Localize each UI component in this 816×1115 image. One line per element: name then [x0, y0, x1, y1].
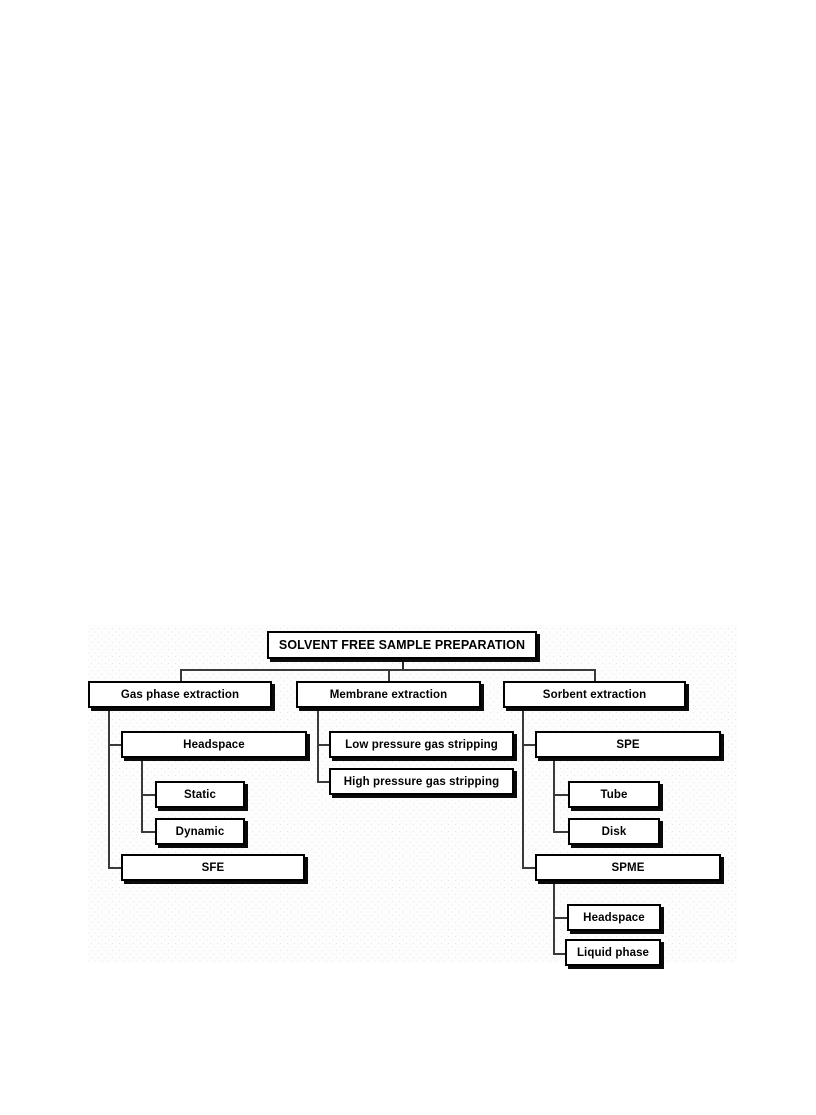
node-spme[interactable]: SPME [535, 854, 721, 881]
node-dynamic[interactable]: Dynamic [155, 818, 245, 845]
node-membrane-extraction[interactable]: Membrane extraction [296, 681, 481, 708]
node-headspace-spme[interactable]: Headspace [567, 904, 661, 931]
node-label: Static [184, 788, 216, 801]
node-label: Tube [600, 788, 628, 801]
node-label: Headspace [183, 738, 245, 751]
node-spe[interactable]: SPE [535, 731, 721, 758]
node-label: SPE [616, 738, 640, 751]
node-sfe[interactable]: SFE [121, 854, 305, 881]
node-label: SPME [611, 861, 645, 874]
connector-spe-to-disk [553, 831, 569, 833]
node-label: Low pressure gas stripping [345, 738, 498, 751]
node-disk[interactable]: Disk [568, 818, 660, 845]
connector-sorbent-to-spme [522, 867, 536, 869]
node-label: Disk [601, 825, 627, 838]
node-label: Dynamic [175, 825, 225, 838]
node-headspace-gas-phase[interactable]: Headspace [121, 731, 307, 758]
node-gas-phase-extraction[interactable]: Gas phase extraction [88, 681, 272, 708]
connector-membrane-to-high [317, 781, 331, 783]
node-label: Headspace [583, 911, 645, 924]
connector-spme-spine [553, 883, 555, 955]
node-label: SOLVENT FREE SAMPLE PREPARATION [278, 638, 526, 652]
connector-spme-to-liquid-phase [553, 953, 567, 955]
connector-gasphase-spine [108, 709, 110, 867]
connector-sorbent-spine [522, 709, 524, 867]
connector-spe-spine [553, 760, 555, 832]
node-liquid-phase[interactable]: Liquid phase [565, 939, 661, 966]
connector-drop-gas-phase [180, 669, 182, 681]
connector-gasphase-to-headspace [108, 744, 122, 746]
connector-membrane-to-low [317, 744, 331, 746]
node-label: Liquid phase [576, 946, 650, 959]
connector-drop-membrane [388, 669, 390, 681]
connector-spme-to-headspace [553, 917, 569, 919]
connector-headspace-to-static [141, 794, 157, 796]
node-sorbent-extraction[interactable]: Sorbent extraction [503, 681, 686, 708]
connector-root-stem [402, 659, 404, 671]
node-low-pressure-gas-stripping[interactable]: Low pressure gas stripping [329, 731, 514, 758]
node-label: SFE [201, 861, 225, 874]
node-high-pressure-gas-stripping[interactable]: High pressure gas stripping [329, 768, 514, 795]
connector-sorbent-to-spe [522, 744, 536, 746]
connector-spe-to-tube [553, 794, 569, 796]
connector-drop-sorbent [594, 669, 596, 681]
node-static[interactable]: Static [155, 781, 245, 808]
node-label: Sorbent extraction [542, 688, 647, 701]
node-label: Membrane extraction [329, 688, 448, 701]
connector-gasphase-to-sfe [108, 867, 122, 869]
node-root-solvent-free-sample-preparation[interactable]: SOLVENT FREE SAMPLE PREPARATION [267, 631, 537, 659]
node-label: High pressure gas stripping [343, 775, 500, 788]
connector-headspace-spine [141, 760, 143, 832]
connector-headspace-to-dynamic [141, 831, 157, 833]
node-label: Gas phase extraction [120, 688, 240, 701]
node-tube[interactable]: Tube [568, 781, 660, 808]
